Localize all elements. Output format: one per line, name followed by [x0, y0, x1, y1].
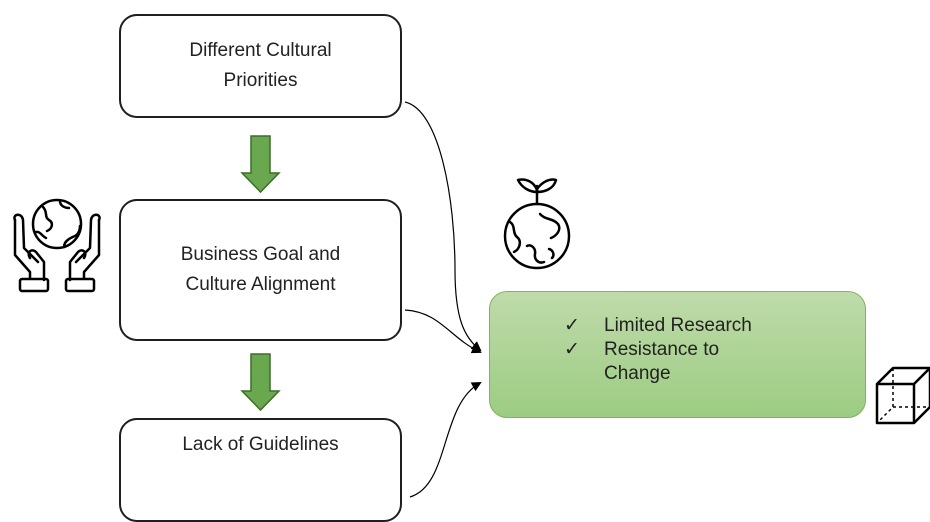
box-different-cultural-priorities: Different Cultural Priorities	[119, 14, 402, 118]
hands-globe-icon	[13, 198, 101, 293]
result-item-text: Limited Research	[604, 315, 752, 336]
result-item: ✓ Limited Research	[564, 314, 784, 338]
connector-arrow	[404, 309, 482, 354]
result-list: ✓ Limited Research ✓ Resistance to Chang…	[564, 314, 784, 386]
check-icon: ✓	[564, 339, 580, 360]
box-label: Lack of Guidelines	[182, 434, 339, 455]
down-arrow	[240, 135, 281, 194]
down-arrow	[240, 353, 281, 412]
connector-arrow	[404, 101, 482, 352]
diagram-overlay	[13, 101, 930, 498]
connector-arrow	[409, 382, 482, 498]
sprout-globe-icon	[503, 178, 571, 270]
check-icon: ✓	[564, 315, 580, 336]
box-label: Different Cultural Priorities	[189, 40, 332, 91]
box-lack-of-guidelines: Lack of Guidelines	[119, 418, 402, 522]
result-item: ✓ Resistance to Change	[564, 338, 784, 386]
result-item-text: Resistance to Change	[604, 339, 720, 384]
box-business-goal-culture-alignment: Business Goal and Culture Alignment	[119, 199, 402, 341]
result-box: ✓ Limited Research ✓ Resistance to Chang…	[489, 291, 866, 418]
box-label: Business Goal and Culture Alignment	[180, 244, 341, 295]
cube-icon	[875, 366, 930, 425]
